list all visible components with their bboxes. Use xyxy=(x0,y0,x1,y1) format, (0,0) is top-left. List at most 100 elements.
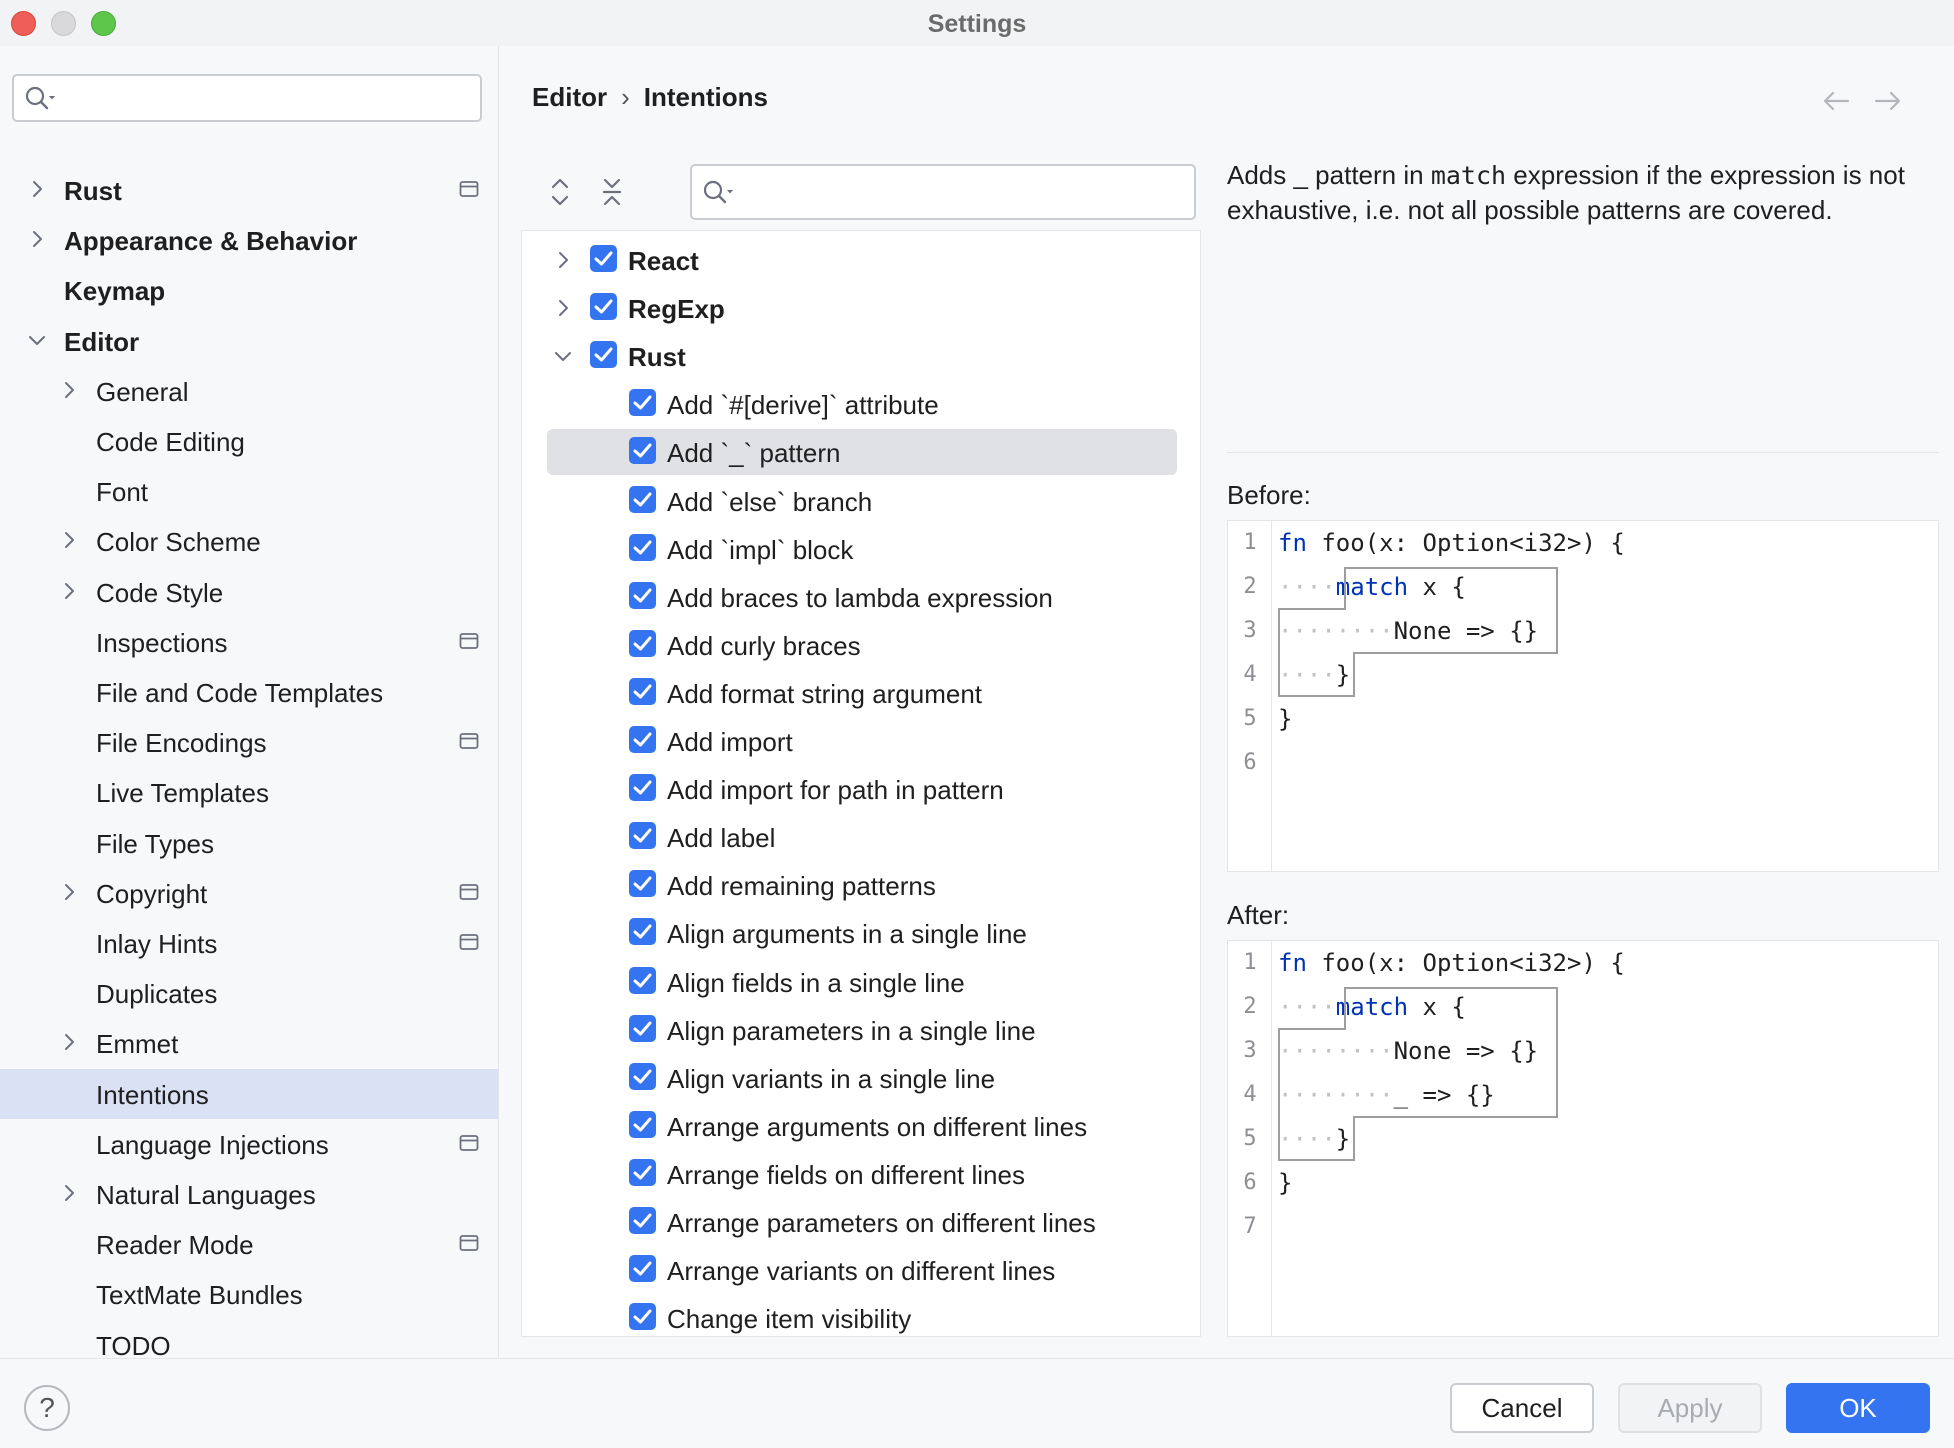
chevron-right-icon[interactable] xyxy=(58,379,80,401)
expand-all-icon[interactable] xyxy=(548,176,572,208)
sidebar-item-code-editing[interactable]: Code Editing xyxy=(0,416,498,466)
checkbox[interactable] xyxy=(629,533,656,561)
sidebar-item-intentions[interactable]: Intentions xyxy=(0,1068,498,1119)
sidebar-item-general[interactable]: General xyxy=(0,366,498,416)
sidebar-item-appearance-behavior[interactable]: Appearance & Behavior xyxy=(0,215,498,265)
sidebar-item-textmate-bundles[interactable]: TextMate Bundles xyxy=(0,1269,498,1319)
chevron-right-icon[interactable] xyxy=(26,228,48,250)
intention-item-label: Add `_` pattern xyxy=(667,438,841,469)
intention-item[interactable]: Change item visibility xyxy=(522,1293,1200,1336)
forward-arrow-icon[interactable] xyxy=(1874,90,1902,112)
checkbox[interactable] xyxy=(629,677,656,705)
intention-item[interactable]: Add remaining patterns xyxy=(522,860,1200,908)
intention-item[interactable]: Add `impl` block xyxy=(522,524,1200,572)
breadcrumb-parent[interactable]: Editor xyxy=(532,82,608,112)
window-maximize-button[interactable] xyxy=(91,11,116,36)
help-button[interactable]: ? xyxy=(24,1385,70,1431)
chevron-down-icon[interactable] xyxy=(26,329,48,351)
checkbox[interactable] xyxy=(629,726,656,753)
sidebar-item-editor[interactable]: Editor xyxy=(0,316,498,366)
intention-item[interactable]: Add curly braces xyxy=(522,620,1200,668)
chevron-right-icon[interactable] xyxy=(552,249,574,271)
checkbox[interactable] xyxy=(629,629,656,657)
intention-item[interactable]: Add format string argument xyxy=(522,668,1200,716)
sidebar-item-label: File Encodings xyxy=(96,728,267,759)
intention-group-regexp[interactable]: RegExp xyxy=(522,283,1200,331)
intention-item[interactable]: Add braces to lambda expression xyxy=(522,572,1200,620)
checkbox[interactable] xyxy=(629,1062,656,1090)
intention-item[interactable]: Add label xyxy=(522,812,1200,860)
intention-item[interactable]: Arrange arguments on different lines xyxy=(522,1101,1200,1149)
cancel-button[interactable]: Cancel xyxy=(1450,1383,1594,1433)
chevron-right-icon[interactable] xyxy=(58,1182,80,1204)
back-arrow-icon[interactable] xyxy=(1822,90,1850,112)
sidebar-item-keymap[interactable]: Keymap xyxy=(0,265,498,315)
intention-item[interactable]: Add `#[derive]` attribute xyxy=(522,379,1200,427)
sidebar-item-file-types[interactable]: File Types xyxy=(0,818,498,868)
sidebar-search-input[interactable] xyxy=(12,74,482,122)
sidebar-item-todo[interactable]: TODO xyxy=(0,1320,498,1358)
intention-item[interactable]: Align variants in a single line xyxy=(522,1053,1200,1101)
intention-item[interactable]: Align parameters in a single line xyxy=(522,1005,1200,1053)
chevron-right-icon[interactable] xyxy=(552,297,574,319)
checkbox[interactable] xyxy=(629,437,656,465)
chevron-down-icon[interactable] xyxy=(552,345,574,367)
intention-item[interactable]: Add `else` branch xyxy=(522,476,1200,524)
intention-item[interactable]: Arrange parameters on different lines xyxy=(522,1197,1200,1245)
checkbox[interactable] xyxy=(629,389,656,417)
sidebar-item-file-encodings[interactable]: File Encodings xyxy=(0,717,498,767)
sidebar-item-font[interactable]: Font xyxy=(0,466,498,516)
sidebar-item-live-templates[interactable]: Live Templates xyxy=(0,767,498,817)
checkbox[interactable] xyxy=(629,870,656,898)
sidebar-item-copyright[interactable]: Copyright xyxy=(0,868,498,918)
intention-item[interactable]: Add import for path in pattern xyxy=(522,764,1200,812)
ok-button[interactable]: OK xyxy=(1786,1383,1930,1433)
intention-item-label: Add import xyxy=(667,727,793,757)
sidebar-item-inspections[interactable]: Inspections xyxy=(0,617,498,667)
checkbox[interactable] xyxy=(590,341,617,369)
intention-item[interactable]: Align fields in a single line xyxy=(522,957,1200,1005)
sidebar-item-emmet[interactable]: Emmet xyxy=(0,1018,498,1068)
sidebar-item-rust[interactable]: Rust xyxy=(0,165,498,215)
intention-item[interactable]: Arrange variants on different lines xyxy=(522,1245,1200,1293)
checkbox[interactable] xyxy=(629,485,656,513)
checkbox[interactable] xyxy=(629,1110,656,1138)
checkbox[interactable] xyxy=(629,918,656,946)
checkbox[interactable] xyxy=(629,1014,656,1042)
checkbox[interactable] xyxy=(629,966,656,994)
chevron-right-icon[interactable] xyxy=(26,178,48,200)
window-close-button[interactable] xyxy=(11,11,36,36)
intention-item[interactable]: Align arguments in a single line xyxy=(522,908,1200,956)
intentions-search-input[interactable] xyxy=(690,164,1196,220)
chevron-right-icon[interactable] xyxy=(58,529,80,551)
sidebar-item-reader-mode[interactable]: Reader Mode xyxy=(0,1219,498,1269)
intention-item[interactable]: Add `_` pattern xyxy=(522,427,1200,476)
sidebar-item-color-scheme[interactable]: Color Scheme xyxy=(0,516,498,566)
sidebar-item-natural-languages[interactable]: Natural Languages xyxy=(0,1169,498,1219)
checkbox[interactable] xyxy=(629,822,656,850)
window-minimize-button[interactable] xyxy=(51,11,76,36)
sidebar-item-language-injections[interactable]: Language Injections xyxy=(0,1119,498,1169)
checkbox[interactable] xyxy=(629,581,656,609)
collapse-all-icon[interactable] xyxy=(600,176,624,208)
intention-item[interactable]: Add import xyxy=(522,716,1200,764)
sidebar-item-inlay-hints[interactable]: Inlay Hints xyxy=(0,918,498,968)
sidebar-item-code-style[interactable]: Code Style xyxy=(0,567,498,617)
intention-group-react[interactable]: React xyxy=(522,235,1200,283)
chevron-right-icon[interactable] xyxy=(58,881,80,903)
checkbox[interactable] xyxy=(629,1158,656,1186)
sidebar-item-file-and-code-templates[interactable]: File and Code Templates xyxy=(0,667,498,717)
chevron-right-icon[interactable] xyxy=(58,1031,80,1053)
checkbox[interactable] xyxy=(629,1207,656,1234)
intention-group-rust[interactable]: Rust xyxy=(522,331,1200,379)
chevron-right-icon[interactable] xyxy=(58,580,80,602)
checkbox[interactable] xyxy=(590,293,617,321)
checkbox[interactable] xyxy=(629,1255,656,1283)
checkbox[interactable] xyxy=(590,245,617,272)
checkbox[interactable] xyxy=(629,1303,656,1331)
apply-button[interactable]: Apply xyxy=(1618,1383,1762,1433)
intention-item[interactable]: Arrange fields on different lines xyxy=(522,1149,1200,1197)
checkbox[interactable] xyxy=(629,774,656,802)
sidebar-item-duplicates[interactable]: Duplicates xyxy=(0,968,498,1018)
